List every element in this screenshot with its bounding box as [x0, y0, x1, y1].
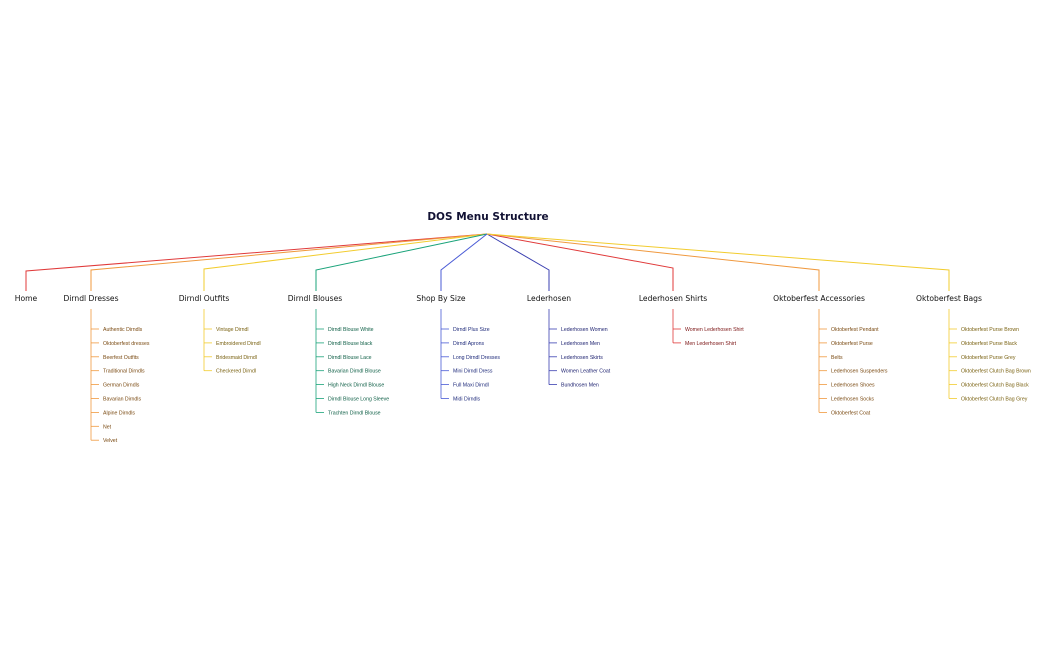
menu-item-label[interactable]: Alpine Dirndls — [103, 410, 135, 416]
connector-line — [25, 233, 488, 291]
menu-item-label[interactable]: Oktoberfest Clutch Bag Grey — [961, 397, 1028, 403]
menu-item-label[interactable]: Dirndl Blouse White — [328, 327, 374, 333]
menu-item-label[interactable]: Oktoberfest Clutch Bag Black — [961, 383, 1029, 389]
connector-lines — [25, 233, 950, 291]
menu-item-label[interactable]: Mini Dirndl Dress — [453, 369, 493, 375]
menu-item-label[interactable]: Full Maxi Dirndl — [453, 383, 489, 389]
category-label[interactable]: Lederhosen Shirts — [639, 294, 707, 303]
menu-item-label[interactable]: Oktoberfest Purse Grey — [961, 355, 1016, 361]
menu-item-label[interactable]: Oktoberfest Purse Brown — [961, 327, 1019, 333]
menu-item-label[interactable]: Dirndl Blouse Lace — [328, 355, 372, 361]
menu-item-label[interactable]: Dirndl Blouse black — [328, 341, 373, 347]
category-label[interactable]: Oktoberfest Accessories — [773, 294, 865, 303]
menu-item-label[interactable]: Lederhosen Socks — [831, 397, 874, 403]
connector-line — [486, 233, 820, 291]
menu-item-label[interactable]: Velvet — [103, 438, 118, 444]
menu-item-label[interactable]: Dirndl Blouse Long Sleeve — [328, 397, 389, 403]
category-branch: Home — [15, 294, 38, 303]
menu-item-label[interactable]: Embroidered Dirndl — [216, 341, 261, 347]
menu-item-label[interactable]: Bridesmaid Dirndl — [216, 355, 257, 361]
menu-item-label[interactable]: Midi Dirndls — [453, 397, 481, 403]
menu-item-label[interactable]: Long Dirndl Dresses — [453, 355, 500, 361]
diagram-title: DOS Menu Structure — [427, 211, 548, 223]
menu-item-label[interactable]: Dirndl Aprons — [453, 341, 485, 347]
connector-line — [440, 233, 488, 291]
menu-item-label[interactable]: Dirndl Plus Size — [453, 327, 490, 333]
category-label[interactable]: Lederhosen — [527, 294, 571, 303]
category-label[interactable]: Dirndl Blouses — [288, 294, 343, 303]
category-label[interactable]: Shop By Size — [416, 294, 466, 303]
menu-item-label[interactable]: Lederhosen Shoes — [831, 383, 875, 389]
menu-item-label[interactable]: Belts — [831, 355, 843, 361]
menu-item-label[interactable]: Women Leather Coat — [561, 369, 611, 375]
menu-item-label[interactable]: Lederhosen Women — [561, 327, 608, 333]
connector-line — [486, 233, 950, 291]
connector-line — [486, 233, 550, 291]
menu-item-label[interactable]: Oktoberfest Purse Black — [961, 341, 1017, 347]
category-label[interactable]: Home — [15, 294, 38, 303]
menu-item-label[interactable]: Vintage Dirndl — [216, 327, 249, 333]
connector-line — [486, 233, 674, 291]
connector-line — [203, 233, 488, 291]
menu-item-label[interactable]: Men Lederhosen Shirt — [685, 341, 737, 347]
category-label[interactable]: Dirndl Dresses — [63, 294, 118, 303]
menu-item-label[interactable]: Beerfest Outfits — [103, 355, 139, 361]
menu-item-label[interactable]: Lederhosen Men — [561, 341, 600, 347]
category-label[interactable]: Oktoberfest Bags — [916, 294, 982, 303]
menu-item-label[interactable]: Oktoberfest Clutch Bag Brown — [961, 369, 1031, 375]
menu-item-label[interactable]: Authentic Dirndls — [103, 327, 143, 333]
menu-item-label[interactable]: Net — [103, 424, 112, 430]
menu-item-label[interactable]: Checkered Dirndl — [216, 369, 256, 375]
menu-item-label[interactable]: Oktoberfest Pendant — [831, 327, 879, 333]
menu-item-label[interactable]: Lederhosen Suspenders — [831, 369, 888, 375]
menu-item-label[interactable]: Oktoberfest dresses — [103, 341, 150, 347]
menu-item-label[interactable]: Bundhosen Men — [561, 383, 599, 389]
menu-item-label[interactable]: Women Lederhosen Shirt — [685, 327, 744, 333]
category-label[interactable]: Dirndl Outfits — [179, 294, 230, 303]
menu-item-label[interactable]: Bavarian Dirndl Blouse — [328, 369, 381, 375]
menu-item-label[interactable]: Oktoberfest Coat — [831, 410, 871, 416]
menu-item-label[interactable]: Traditional Dirndls — [103, 369, 145, 375]
menu-item-label[interactable]: Trachten Dirndl Blouse — [328, 410, 381, 416]
menu-item-label[interactable]: High Neck Dirndl Blouse — [328, 383, 384, 389]
menu-item-label[interactable]: German Dirndls — [103, 383, 140, 389]
menu-item-label[interactable]: Bavarian Dirndls — [103, 397, 141, 403]
connector-line — [315, 233, 488, 291]
menu-item-label[interactable]: Oktoberfest Purse — [831, 341, 873, 347]
menu-item-label[interactable]: Lederhosen Skirts — [561, 355, 603, 361]
connector-line — [90, 233, 488, 291]
